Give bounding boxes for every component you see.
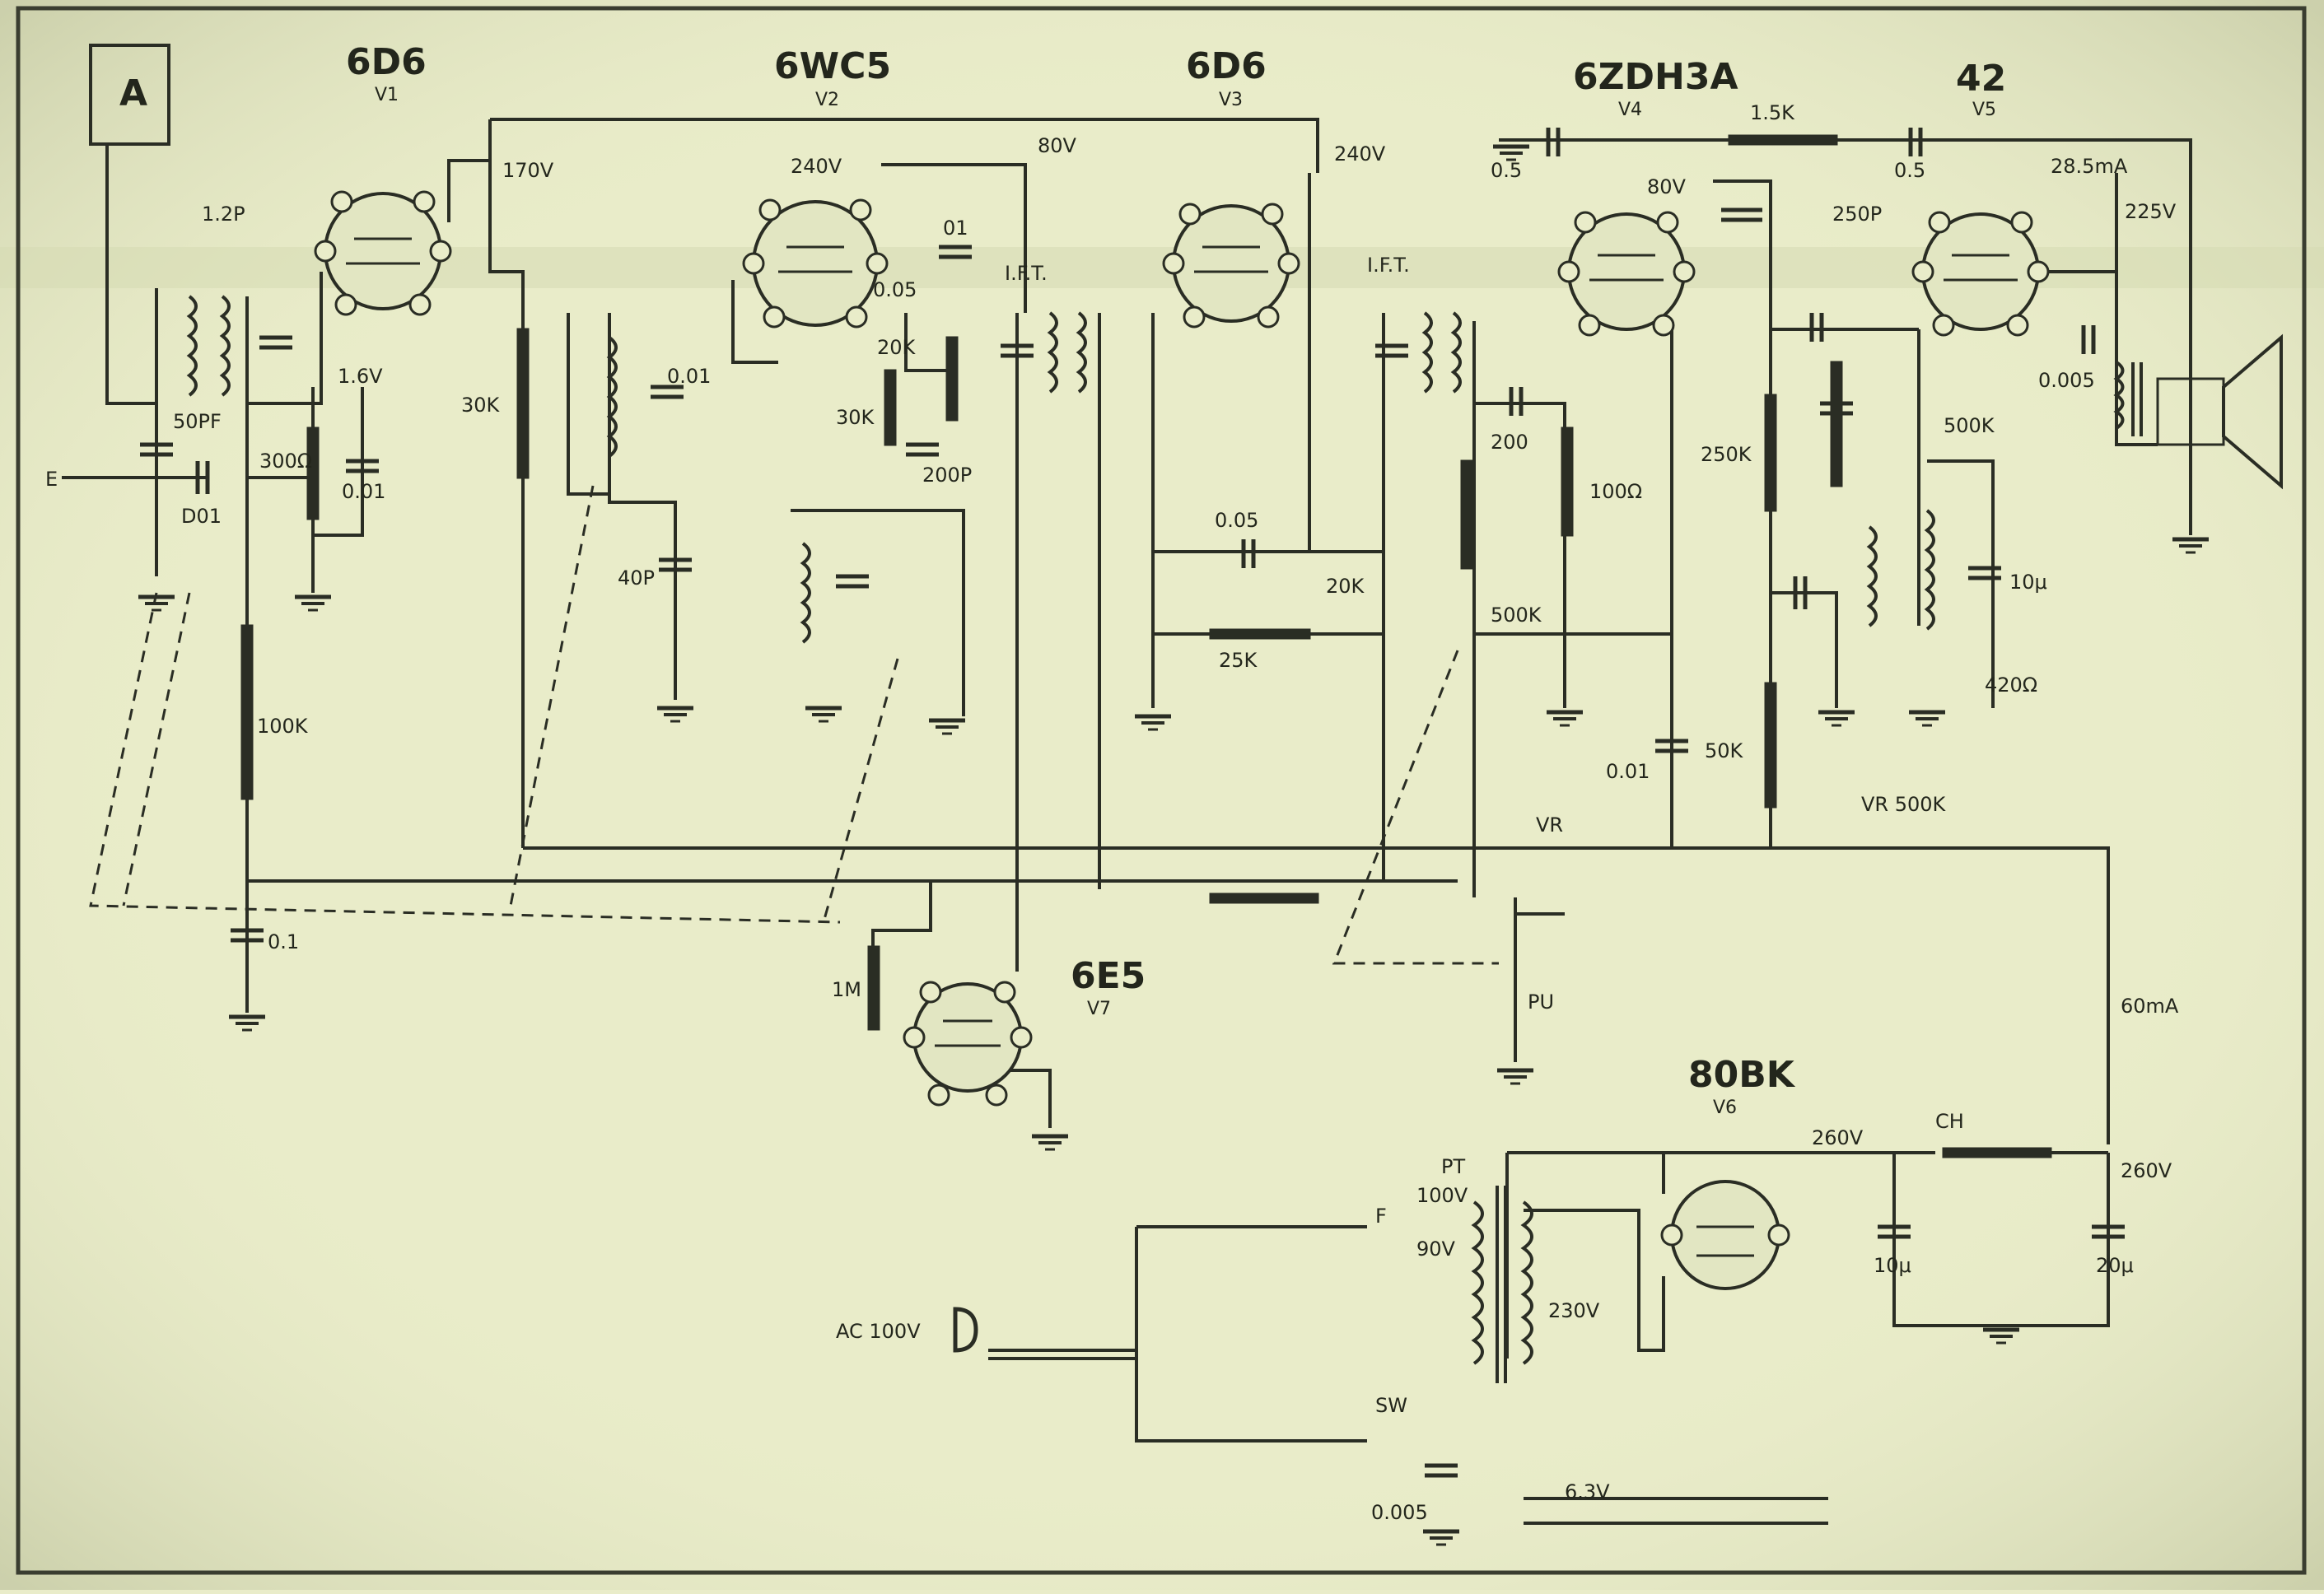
component-label: 20μ: [2096, 1254, 2134, 1277]
voltage-label: 260V: [2121, 1159, 2172, 1182]
component-label: I.F.T.: [1367, 254, 1410, 277]
component-label: 100Ω: [1589, 480, 1642, 503]
component-label: 500K: [1491, 604, 1542, 627]
voltage-label: 240V: [1334, 142, 1386, 165]
component-label: 0.01: [342, 480, 385, 503]
component-label: 300Ω: [259, 450, 312, 473]
component-label: 10μ: [2009, 571, 2047, 594]
tube-v5-type: 42: [1956, 58, 2006, 100]
tube-v2-ref: V2: [815, 90, 839, 110]
heater-label: 6.3V: [1565, 1480, 1610, 1503]
component-label: 100K: [257, 715, 309, 738]
tone-label: 1M: [832, 978, 861, 1001]
antenna-box: [89, 44, 170, 146]
component-label: 0.1: [268, 930, 299, 953]
component-label: 0.01: [1606, 760, 1650, 783]
voltage-label: 80V: [1647, 175, 1687, 198]
component-label: 40P: [618, 566, 655, 590]
component-label: 250P: [1832, 203, 1882, 226]
gang-dashes: [89, 485, 1499, 965]
tube-v5-ref: V5: [1972, 100, 1996, 120]
fuse-label: F: [1375, 1205, 1387, 1228]
switch-label: SW: [1375, 1394, 1407, 1417]
tube-v6-ref: V6: [1713, 1098, 1737, 1118]
tube-v3: [1162, 203, 1300, 329]
tube-v5: [1911, 211, 2050, 337]
pickup-label: PU: [1528, 990, 1554, 1014]
tube-v4-ref: V4: [1618, 100, 1642, 120]
component-label: 20K: [1326, 575, 1365, 598]
component-label: 0.005: [2038, 369, 2095, 392]
choke-label: CH: [1935, 1110, 1964, 1133]
component-label: 30K: [461, 394, 501, 417]
component-label: 30K: [836, 406, 875, 429]
mains-label: AC 100V: [836, 1320, 921, 1343]
component-label: 20K: [877, 336, 917, 359]
tube-v4-type: 6ZDH3A: [1573, 56, 1738, 98]
component-label: 0.05: [873, 278, 917, 301]
component-label: 500K: [1944, 414, 1995, 437]
output-transformer: [2113, 361, 2143, 436]
component-label: 0.5: [1894, 159, 1925, 182]
wiring: [62, 118, 2192, 1525]
component-label: VR 500K: [1861, 793, 1947, 816]
component-label: 200P: [922, 464, 972, 487]
coils: [186, 295, 1935, 1383]
voltage-label: 240V: [791, 155, 842, 178]
antenna-label: A: [119, 72, 147, 114]
tube-v7-ref: V7: [1087, 999, 1111, 1019]
component-label: 0.5: [1491, 159, 1522, 182]
tube-v7: [903, 981, 1033, 1107]
component-label: D01: [181, 505, 222, 528]
component-label: 420Ω: [1985, 673, 2037, 697]
tube-v6: [1660, 1180, 1790, 1290]
component-label: 25K: [1219, 649, 1258, 672]
cap-label: 0.005: [1371, 1501, 1428, 1524]
tube-v1-ref: V1: [375, 85, 399, 105]
component-label: 1.2P: [202, 203, 245, 226]
component-label: E: [45, 468, 58, 491]
capacitors: [140, 128, 2125, 1478]
power-plug-icon: [953, 1307, 978, 1353]
tube-v2-type: 6WC5: [774, 45, 891, 87]
voltage-label: 225V: [2125, 200, 2177, 223]
sheet-border: [16, 6, 2307, 1575]
volume-label: VR: [1536, 813, 1563, 837]
component-label: 50PF: [173, 410, 222, 433]
component-label: 60mA: [2121, 995, 2179, 1018]
secondary-label: 230V: [1548, 1299, 1600, 1322]
component-label: 1.5K: [1750, 101, 1795, 124]
resistors: [240, 134, 2052, 1158]
tap-label: 100V: [1416, 1184, 1468, 1207]
component-label: I.F.T.: [1005, 262, 1048, 285]
tube-v6-type: 80BK: [1688, 1054, 1796, 1096]
tube-v3-type: 6D6: [1186, 45, 1267, 87]
component-label: 28.5mA: [2051, 155, 2128, 178]
component-label: 0.01: [667, 365, 711, 388]
tube-v3-ref: V3: [1219, 90, 1243, 110]
component-label: 50K: [1705, 739, 1744, 762]
voltage-label: 80V: [1038, 134, 1077, 157]
component-label: 1.6V: [338, 365, 383, 388]
tap-label: 90V: [1416, 1237, 1456, 1261]
tube-v1: [314, 190, 452, 316]
component-label: 01: [943, 217, 968, 240]
tube-v2: [742, 198, 889, 329]
tube-v7-type: 6E5: [1071, 955, 1146, 997]
voltage-label: 170V: [502, 159, 554, 182]
voltage-label: 260V: [1812, 1126, 1864, 1149]
tube-v1-type: 6D6: [346, 41, 427, 83]
transformer-label: PT: [1441, 1155, 1465, 1178]
tube-v4: [1557, 211, 1696, 337]
component-label: 200: [1491, 431, 1528, 454]
component-label: 10μ: [1874, 1254, 1911, 1277]
component-label: 0.05: [1215, 509, 1258, 532]
speaker: [2156, 333, 2283, 535]
component-label: 250K: [1701, 443, 1752, 466]
